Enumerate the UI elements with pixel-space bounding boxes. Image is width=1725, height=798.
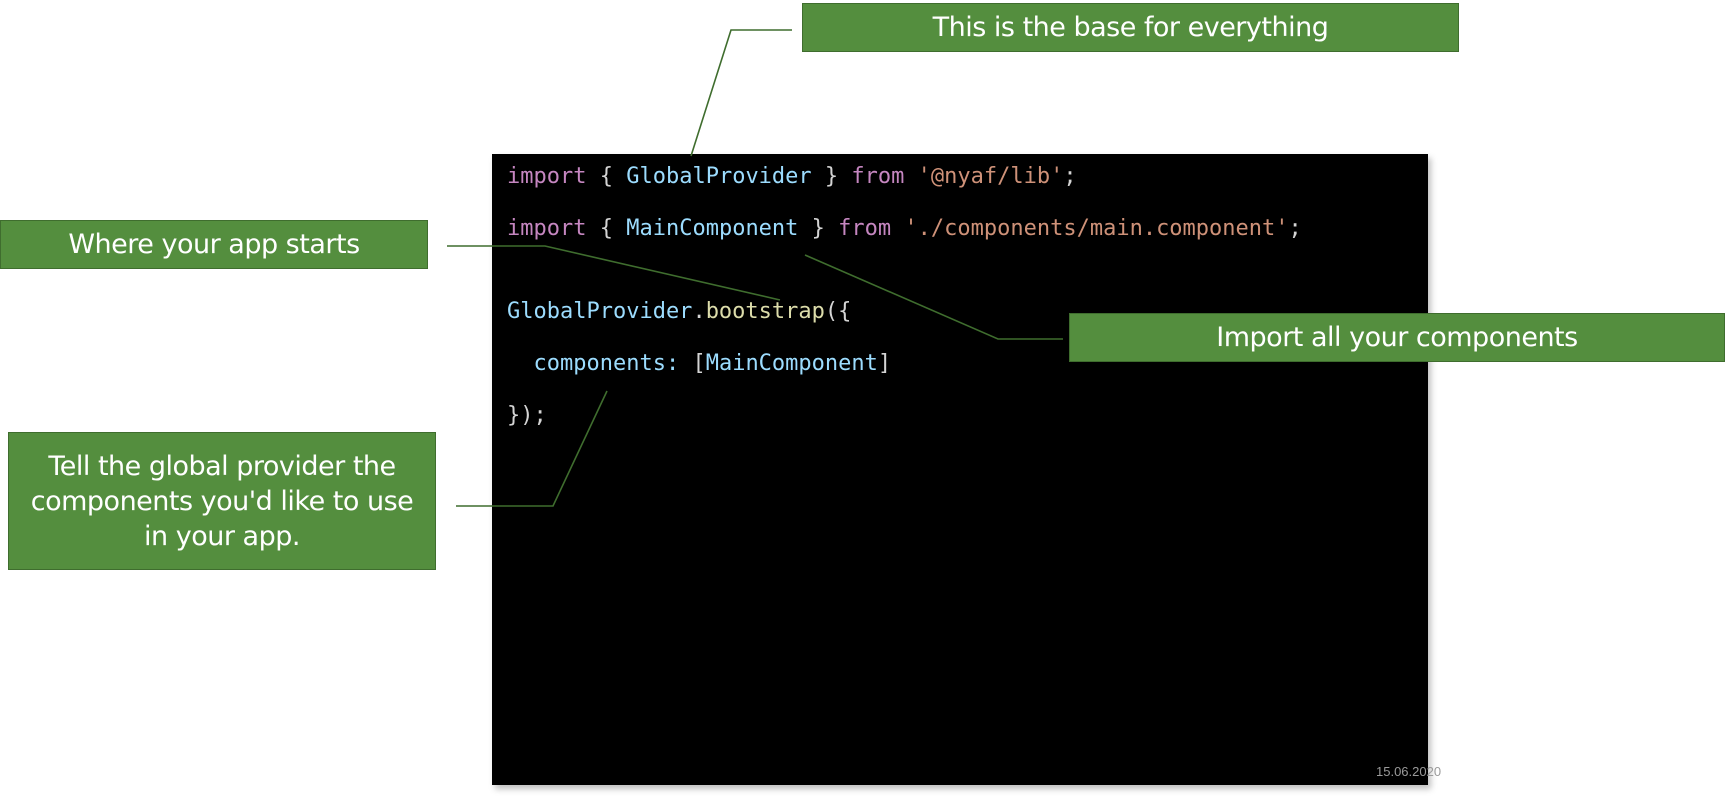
identifier-globalprovider: GlobalProvider <box>626 164 812 189</box>
code-panel: import { GlobalProvider } from '@nyaf/li… <box>492 154 1428 785</box>
keyword-from: from <box>851 164 905 189</box>
import-path-main-component: './components/main.component' <box>904 216 1289 241</box>
callout-components-text: Tell the global provider the components … <box>30 450 414 552</box>
callout-app-start-text: Where your app starts <box>68 229 360 260</box>
keyword-from: from <box>838 216 892 241</box>
brace-open: { <box>586 216 627 241</box>
closing-brace-paren: }); <box>507 403 547 428</box>
code-line-2: import { MainComponent } from './compone… <box>507 216 1302 242</box>
method-bootstrap: bootstrap <box>705 299 825 324</box>
semicolon: ; <box>1288 216 1302 241</box>
bracket-close: ] <box>877 351 892 376</box>
space <box>891 216 904 241</box>
keyword-import: import <box>507 216 587 241</box>
property-components: components: <box>533 351 680 376</box>
dot: . <box>692 299 706 324</box>
code-line-5: }); <box>507 403 547 429</box>
brace-close: } <box>811 164 852 189</box>
callout-imports-text: Import all your components <box>1216 322 1578 353</box>
date-footer: 15.06.2020 <box>1376 764 1442 779</box>
callout-imports: Import all your components <box>1069 313 1725 362</box>
brace-close: } <box>798 216 839 241</box>
brace-open: { <box>586 164 627 189</box>
space <box>679 351 692 376</box>
paren-brace-open: ({ <box>824 299 852 324</box>
code-line-1: import { GlobalProvider } from '@nyaf/li… <box>507 164 1077 190</box>
leader-line-base <box>690 29 792 157</box>
code-line-4: components: [MainComponent] <box>507 351 892 377</box>
indent <box>507 351 534 376</box>
semicolon: ; <box>1063 164 1077 189</box>
callout-components: Tell the global provider the components … <box>8 432 436 570</box>
callout-app-start: Where your app starts <box>0 220 428 269</box>
callout-base-text: This is the base for everything <box>932 12 1329 43</box>
identifier-globalprovider: GlobalProvider <box>507 299 693 324</box>
import-path-lib: '@nyaf/lib' <box>917 164 1064 189</box>
identifier-maincomponent: MainComponent <box>626 216 799 241</box>
bracket-open: [ <box>692 351 706 376</box>
code-line-3: GlobalProvider.bootstrap({ <box>507 299 851 325</box>
callout-base: This is the base for everything <box>802 3 1459 52</box>
space <box>904 164 917 189</box>
keyword-import: import <box>507 164 587 189</box>
identifier-maincomponent: MainComponent <box>705 351 878 376</box>
